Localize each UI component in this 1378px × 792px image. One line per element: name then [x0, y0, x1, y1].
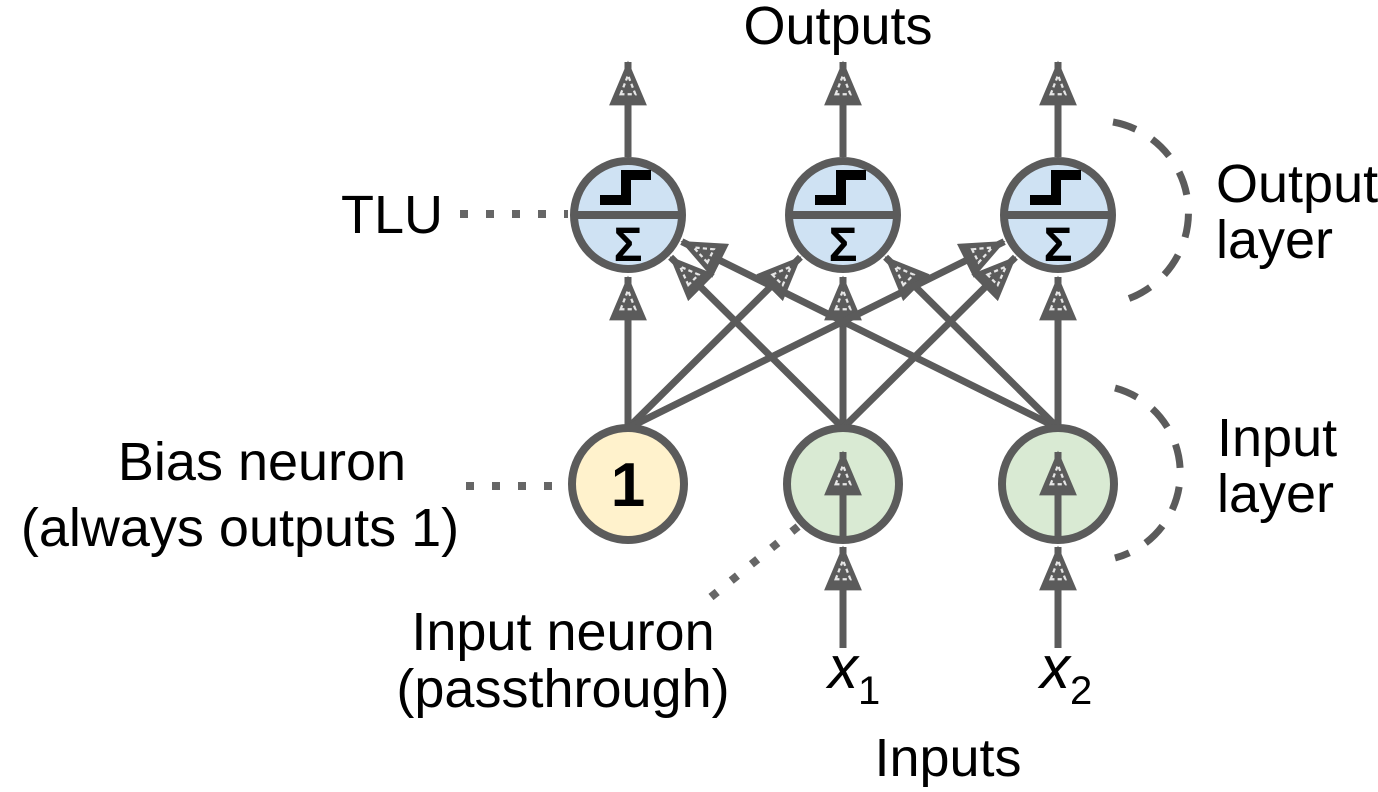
step-function-icon	[815, 170, 866, 205]
bias-value: 1	[611, 451, 645, 520]
x2-subscript: 2	[1070, 669, 1092, 713]
x2-label: x2	[1037, 634, 1092, 713]
input-layer: 1	[568, 424, 1118, 544]
sigma-symbol: Σ	[829, 219, 858, 272]
tlu-neuron-2: Σ	[785, 157, 901, 273]
input-neuron-leader-dots	[708, 521, 803, 601]
connection-lines	[625, 242, 1061, 432]
input-neuron-label-line1: Input neuron	[411, 602, 714, 662]
sigma-symbol: Σ	[614, 219, 643, 272]
output-arrows	[628, 62, 1058, 157]
bias-label-line1: Bias neuron	[118, 432, 406, 492]
output-layer-label-line2: layer	[1216, 210, 1333, 270]
input-neuron-2	[998, 428, 1118, 544]
connection-line	[886, 257, 1061, 431]
output-layer-label-line1: Output	[1216, 154, 1378, 214]
output-layer: Σ Σ Σ	[570, 157, 1116, 273]
input-arrows	[843, 547, 1058, 648]
connection-line	[682, 242, 1060, 432]
input-layer-brace	[1114, 384, 1184, 562]
input-neuron-label: Input neuron (passthrough)	[396, 602, 729, 719]
bias-neuron-label: Bias neuron (always outputs 1)	[21, 432, 459, 558]
step-function-icon	[600, 170, 651, 205]
input-layer-label: Input layer	[1217, 408, 1337, 524]
connection-line	[625, 257, 800, 431]
tlu-neuron-1: Σ	[570, 157, 686, 273]
connection-line	[626, 242, 1004, 432]
tlu-neuron-3: Σ	[1000, 157, 1116, 273]
tlu-label: TLU	[341, 185, 443, 245]
input-neuron-1	[783, 428, 903, 544]
outputs-title: Outputs	[743, 0, 932, 56]
x1-label: x1	[825, 634, 880, 713]
x2-base: x	[1037, 634, 1072, 701]
input-layer-label-line1: Input	[1217, 408, 1337, 468]
bias-neuron-circle	[568, 424, 688, 544]
step-function-icon	[1030, 170, 1081, 205]
bias-label-line2: (always outputs 1)	[21, 498, 459, 558]
x1-base: x	[825, 634, 860, 701]
sigma-symbol: Σ	[1044, 219, 1073, 272]
connection-line	[840, 257, 1015, 431]
input-neuron-label-line2: (passthrough)	[396, 659, 729, 719]
output-layer-label: Output layer	[1216, 154, 1378, 270]
input-layer-label-line2: layer	[1217, 464, 1334, 524]
x1-subscript: 1	[858, 669, 880, 713]
output-layer-brace	[1112, 118, 1192, 307]
bias-neuron: 1	[568, 424, 688, 544]
connection-line	[671, 257, 846, 431]
inputs-title: Inputs	[874, 728, 1021, 788]
